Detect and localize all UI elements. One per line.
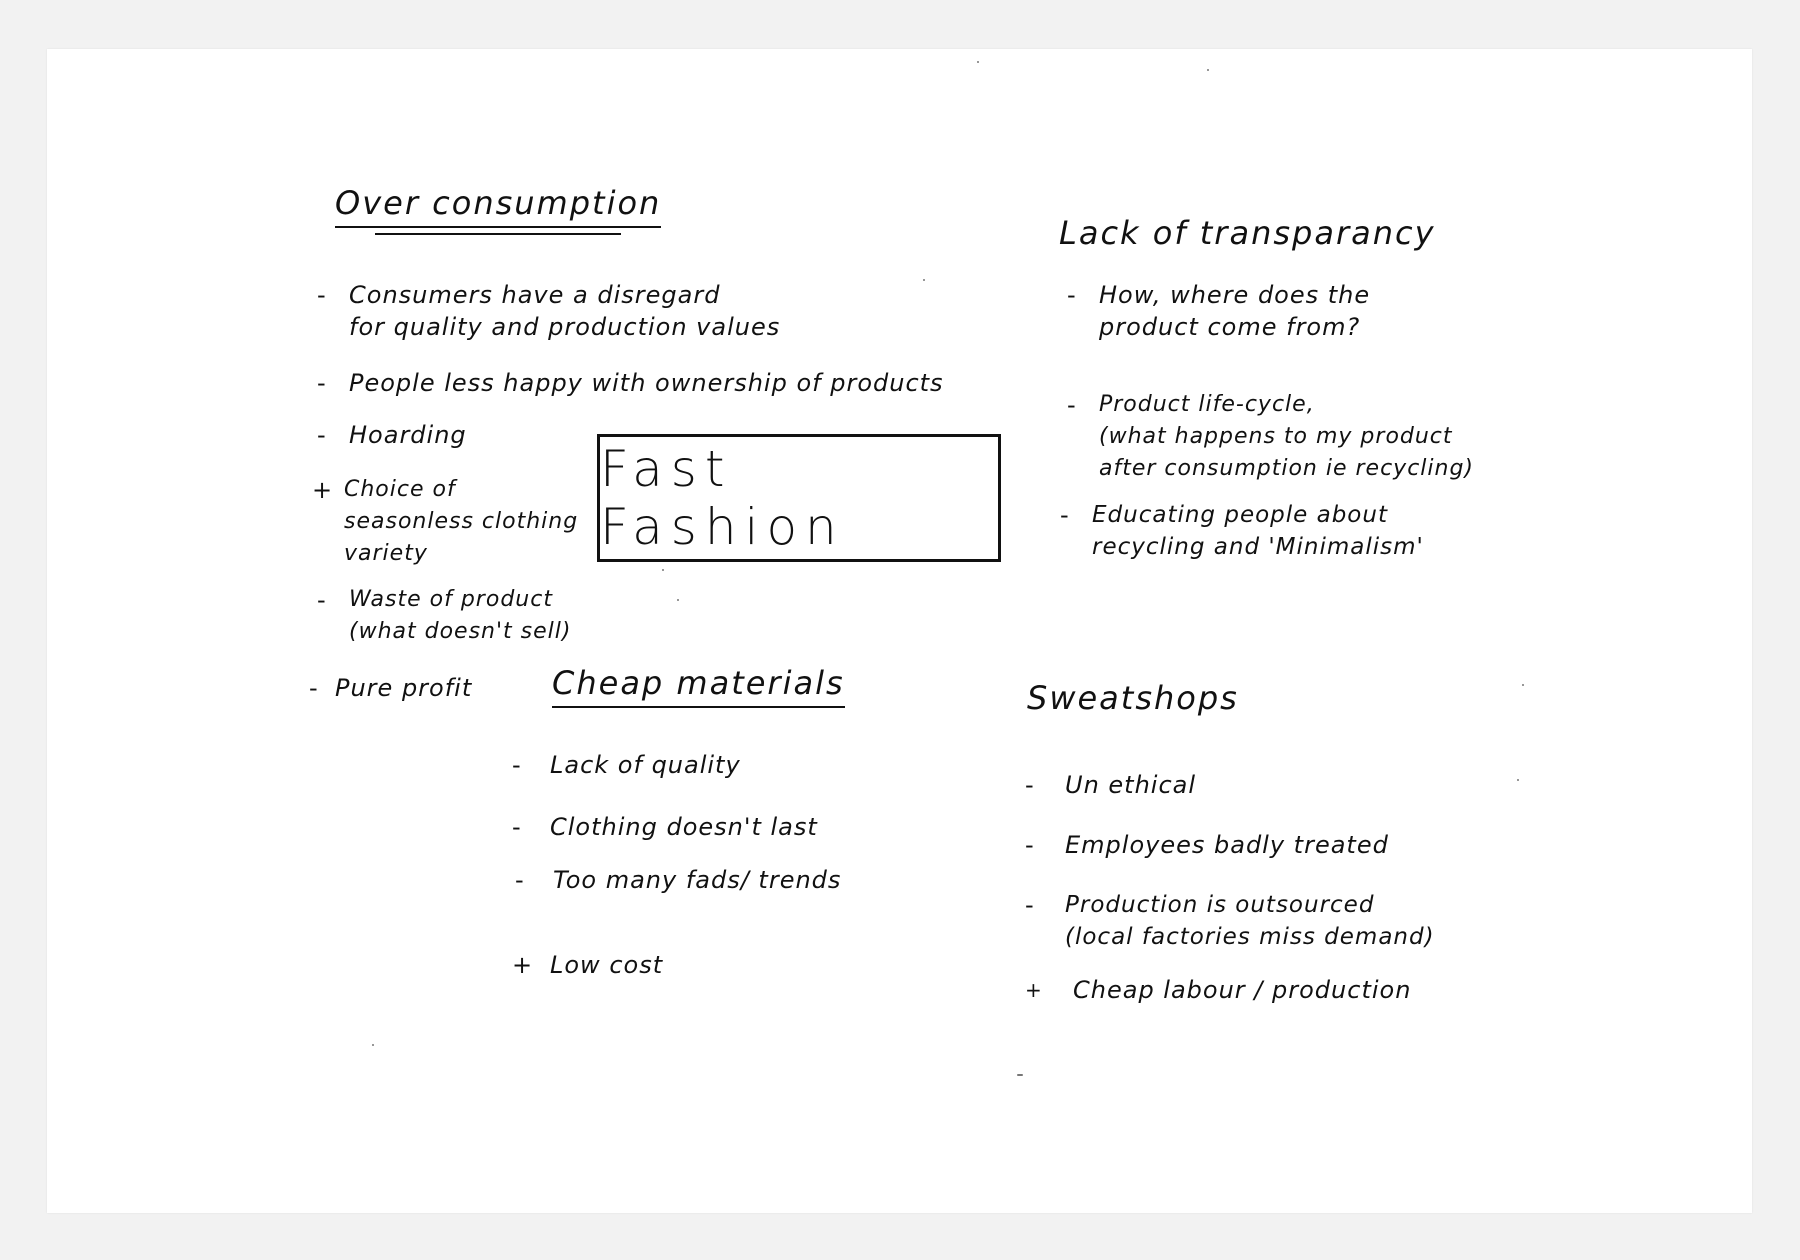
item-text: Choice of seasonless clothing variety — [344, 477, 579, 566]
item-marker: + — [312, 476, 333, 504]
item-text: Clothing doesn't last — [550, 813, 818, 841]
item-text: Consumers have a disregard for quality a… — [349, 281, 781, 341]
item-marker: - — [512, 813, 521, 841]
heading-lack-of-transparency: Lack of transparancy — [1059, 214, 1436, 252]
item-marker: - — [309, 674, 318, 702]
paper-speck — [1522, 684, 1524, 686]
item-marker: - — [512, 751, 521, 779]
heading-cheap-materials: Cheap materials — [552, 664, 845, 708]
item-marker: - — [1025, 771, 1034, 799]
heading-sweatshops: Sweatshops — [1027, 679, 1239, 717]
paper-speck — [662, 569, 664, 571]
paper-speck — [1207, 69, 1209, 71]
item-text: Lack of quality — [550, 751, 741, 779]
item-text: Production is outsourced (local factorie… — [1065, 892, 1435, 950]
item-text: Cheap labour / production — [1073, 976, 1412, 1004]
item-text: Product life-cycle, (what happens to my … — [1099, 392, 1475, 481]
item-marker: - — [317, 586, 326, 614]
item-text: Hoarding — [349, 421, 467, 449]
paper-speck — [923, 279, 925, 281]
item-marker: - — [1025, 891, 1034, 919]
item-text: Educating people about recycling and 'Mi… — [1092, 502, 1424, 560]
paper-speck — [372, 1044, 374, 1046]
item-text: Un ethical — [1065, 771, 1197, 799]
paper-speck — [977, 61, 979, 63]
paper-speck — [677, 599, 679, 601]
item-marker: - — [1067, 281, 1076, 309]
central-topic: Fast Fashion — [597, 434, 1001, 562]
item-marker: - — [317, 281, 326, 309]
item-text: How, where does the product come from? — [1099, 281, 1371, 341]
item-marker: - — [1025, 831, 1034, 859]
item-text: Low cost — [550, 951, 664, 979]
item-marker: - — [317, 421, 326, 449]
item-text: People less happy with ownership of prod… — [349, 369, 944, 397]
item-text: Waste of product (what doesn't sell) — [349, 587, 572, 644]
paper-speck — [1017, 1074, 1023, 1076]
item-marker: - — [515, 866, 524, 894]
paper-sheet: Over consumption - Consumers have a disr… — [47, 49, 1752, 1213]
item-marker: + — [512, 951, 533, 979]
item-marker: + — [1025, 978, 1042, 1002]
item-marker: - — [317, 369, 326, 397]
item-text: Employees badly treated — [1065, 831, 1389, 859]
item-marker: - — [1060, 501, 1069, 529]
item-marker: - — [1067, 391, 1076, 419]
item-text: Too many fads/ trends — [553, 866, 842, 894]
heading-over-consumption: Over consumption — [335, 184, 662, 235]
paper-speck — [1517, 779, 1519, 781]
item-text: Pure profit — [335, 674, 473, 702]
